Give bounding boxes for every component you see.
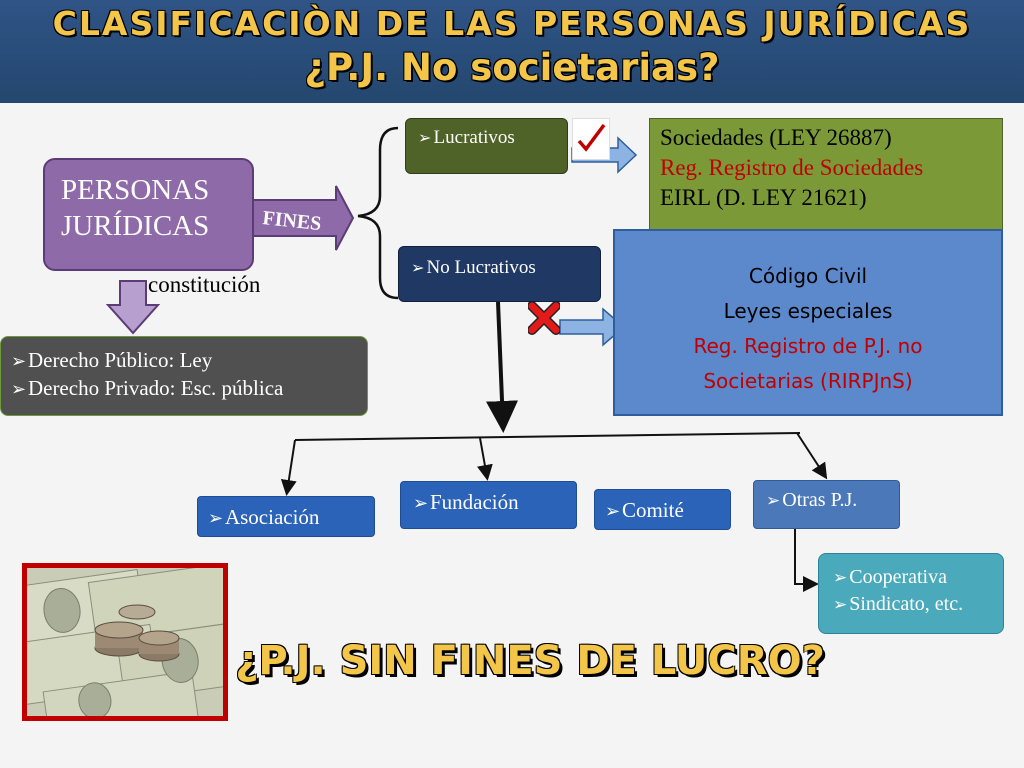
cooperativa-item: Cooperativa (833, 564, 1003, 591)
constitucion-down-arrow (105, 280, 161, 335)
money-illustration (27, 568, 223, 716)
comite-box: Comité (594, 489, 731, 530)
no-lucrativos-label: No Lucrativos (411, 257, 536, 278)
no-lucrativos-box: No Lucrativos (398, 246, 601, 302)
check-mark-icon (572, 118, 610, 160)
codigo-civil-box: Código Civil Leyes especiales Reg. Regis… (613, 229, 1003, 416)
asociacion-box: Asociación (197, 496, 375, 537)
lucrativos-label: Lucrativos (418, 127, 515, 148)
codigo-civil-line: Código Civil (748, 264, 868, 288)
money-photo (22, 563, 228, 721)
registro-pj-line: Reg. Registro de P.J. no (693, 334, 923, 358)
title-banner: CLASIFICACIÒN DE LAS PERSONAS JURÍDICAS … (0, 0, 1024, 103)
fundacion-box: Fundación (400, 481, 577, 529)
derecho-publico-item: Derecho Público: Ley (11, 347, 367, 375)
fundacion-label: Fundación (413, 490, 519, 514)
sociedades-box: Sociedades (LEY 26887) Reg. Registro de … (649, 118, 1003, 231)
juridicas-label: JURÍDICAS (61, 210, 210, 242)
sindicato-item: Sindicato, etc. (833, 591, 1003, 618)
branch-connectors (280, 432, 828, 592)
otras-pj-box: Otras P.J. (753, 480, 900, 529)
comite-label: Comité (605, 498, 684, 522)
otras-pj-label: Otras P.J. (766, 489, 857, 511)
cooperativa-box: Cooperativa Sindicato, etc. (818, 553, 1004, 634)
slide-subtitle: ¿P.J. No societarias? (304, 46, 720, 89)
sociedades-line: Sociedades (LEY 26887) (660, 125, 892, 150)
curly-brace (357, 126, 399, 300)
fines-arrow: FINES (252, 185, 355, 251)
derecho-privado-item: Derecho Privado: Esc. pública (11, 375, 367, 403)
derecho-box: Derecho Público: Ley Derecho Privado: Es… (0, 336, 368, 416)
registro-sociedades-line: Reg. Registro de Sociedades (660, 155, 924, 180)
constitucion-label: constitución (148, 272, 261, 297)
lucrativos-box: Lucrativos (405, 118, 568, 174)
slide-title: CLASIFICACIÒN DE LAS PERSONAS JURÍDICAS (52, 4, 972, 43)
societarias-line: Societarias (RIRPJnS) (703, 369, 913, 393)
asociacion-label: Asociación (208, 505, 319, 529)
bottom-question: ¿P.J. SIN FINES DE LUCRO? (235, 638, 825, 684)
leyes-especiales-line: Leyes especiales (723, 299, 893, 323)
no-lucrativos-down-line (486, 301, 519, 433)
personas-label: PERSONAS (61, 174, 210, 206)
eirl-line: EIRL (D. LEY 21621) (660, 185, 867, 210)
personas-juridicas-box: PERSONAS JURÍDICAS (43, 158, 254, 271)
red-x-icon (527, 300, 561, 336)
